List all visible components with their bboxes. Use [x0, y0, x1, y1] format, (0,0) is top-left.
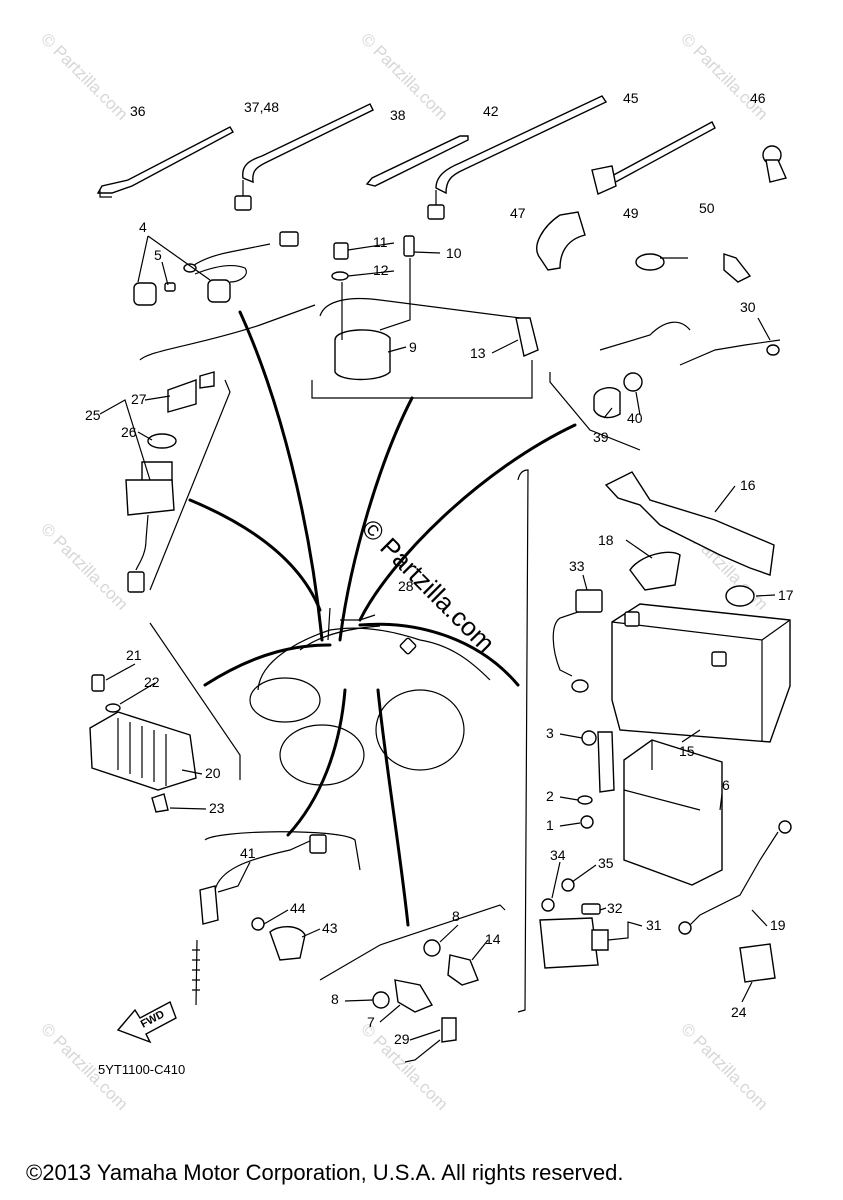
leader-lines — [188, 310, 577, 927]
diagram-code: 5YT1100-C410 — [98, 1062, 185, 1077]
part-label: 1 — [546, 817, 554, 833]
cap-40 — [623, 372, 643, 392]
cable-tie-37-48 — [234, 103, 374, 211]
part-label: 28 — [398, 578, 414, 594]
part-label: 5 — [154, 247, 162, 263]
group-bracket — [311, 360, 533, 399]
part-label: 39 — [593, 429, 609, 445]
sensor-group — [372, 939, 479, 1063]
part-labels: 36 37,48 38 42 45 46 4 5 11 10 12 9 13 4… — [85, 90, 794, 1047]
part-label: 38 — [390, 107, 406, 123]
part-label: 15 — [679, 743, 695, 759]
part-label: 25 — [85, 407, 101, 423]
part-label: 18 — [598, 532, 614, 548]
watermark: © Partzilla.com — [37, 29, 131, 123]
band-49 — [635, 253, 688, 271]
part-label: 42 — [483, 103, 499, 119]
battery-15 — [611, 603, 791, 743]
part-label: 19 — [770, 917, 786, 933]
cover-18 — [629, 551, 681, 591]
part-label: 34 — [550, 847, 566, 863]
cap-17 — [725, 585, 755, 607]
starter-relay-31 — [539, 878, 609, 969]
cable-tie-42 — [427, 95, 608, 220]
copyright-footer: ©2013 Yamaha Motor Corporation, U.S.A. A… — [26, 1160, 623, 1185]
wire-33 — [552, 589, 603, 693]
part-label: 26 — [121, 424, 137, 440]
part-label: 36 — [130, 103, 146, 119]
part-label: 49 — [623, 205, 639, 221]
switch-39 — [593, 387, 621, 419]
part-label: 17 — [778, 587, 794, 603]
part-label: 14 — [485, 931, 501, 947]
watermark: © Partzilla.com — [677, 1019, 771, 1113]
part-label: 11 — [373, 234, 388, 250]
part-label: 10 — [446, 245, 462, 261]
fwd-arrow-icon: FWD — [116, 1001, 177, 1044]
ecu-6 — [623, 739, 723, 886]
group-bracket — [319, 904, 506, 981]
part-label: 33 — [569, 558, 585, 574]
rectifier-20 — [89, 674, 197, 813]
part-label: 32 — [607, 900, 623, 916]
part-label: 20 — [205, 765, 221, 781]
group-bracket — [204, 831, 361, 871]
lead-wire-30 — [599, 321, 781, 366]
group-bracket — [149, 379, 231, 591]
clamp-50 — [723, 253, 752, 283]
part-label: 29 — [394, 1031, 410, 1047]
group-bracket — [549, 372, 641, 451]
part-label: 4 — [139, 219, 147, 235]
part-label: 2 — [546, 788, 554, 804]
group-bracket — [517, 469, 529, 1013]
part-label: 37,48 — [244, 99, 279, 115]
watermark: © Partzilla.com — [677, 29, 771, 123]
part-label: 41 — [240, 845, 256, 861]
part-label: 21 — [126, 647, 142, 663]
cable-tie-38 — [365, 135, 469, 187]
atv-silhouette — [249, 607, 491, 786]
battery-bracket-16 — [604, 471, 775, 576]
center-watermark: © Partzilla.com — [356, 513, 501, 658]
group-bracket — [139, 304, 316, 361]
part-label: 43 — [322, 920, 338, 936]
part-label: 3 — [546, 725, 554, 741]
part-label: 9 — [409, 339, 417, 355]
part-label: 40 — [627, 410, 643, 426]
part-label: 23 — [209, 800, 225, 816]
part-label: 44 — [290, 900, 306, 916]
group-bracket — [149, 622, 241, 780]
clamp-46 — [762, 145, 787, 183]
part-label: 46 — [750, 90, 766, 106]
part-label: 6 — [722, 777, 730, 793]
part-label: 45 — [623, 90, 639, 106]
part-label: 35 — [598, 855, 614, 871]
part-label: 22 — [144, 674, 160, 690]
part-label: 7 — [367, 1014, 375, 1030]
wire-lead-4 — [133, 231, 299, 306]
part-label: 12 — [373, 262, 389, 278]
part-label: 16 — [740, 477, 756, 493]
part-label: 31 — [646, 917, 662, 933]
relay-24 — [739, 943, 776, 983]
clamp-47 — [536, 211, 586, 271]
part-label: 50 — [699, 200, 715, 216]
part-label: 13 — [470, 345, 486, 361]
neutral-switch-41 — [192, 834, 327, 1006]
bracket-3-2-1 — [577, 730, 615, 829]
part-label: 27 — [131, 391, 147, 407]
cable-tie-45 — [591, 121, 716, 195]
watermark: © Partzilla.com — [37, 519, 131, 613]
cable-tie-36 — [96, 126, 234, 198]
part-label: 24 — [731, 1004, 747, 1020]
part-label: 47 — [510, 205, 526, 221]
wire-19 — [678, 820, 792, 935]
part-label: 30 — [740, 299, 756, 315]
part-label: 8 — [452, 908, 460, 924]
part-label: 8 — [331, 991, 339, 1007]
ignition-coil-9 — [319, 235, 539, 381]
